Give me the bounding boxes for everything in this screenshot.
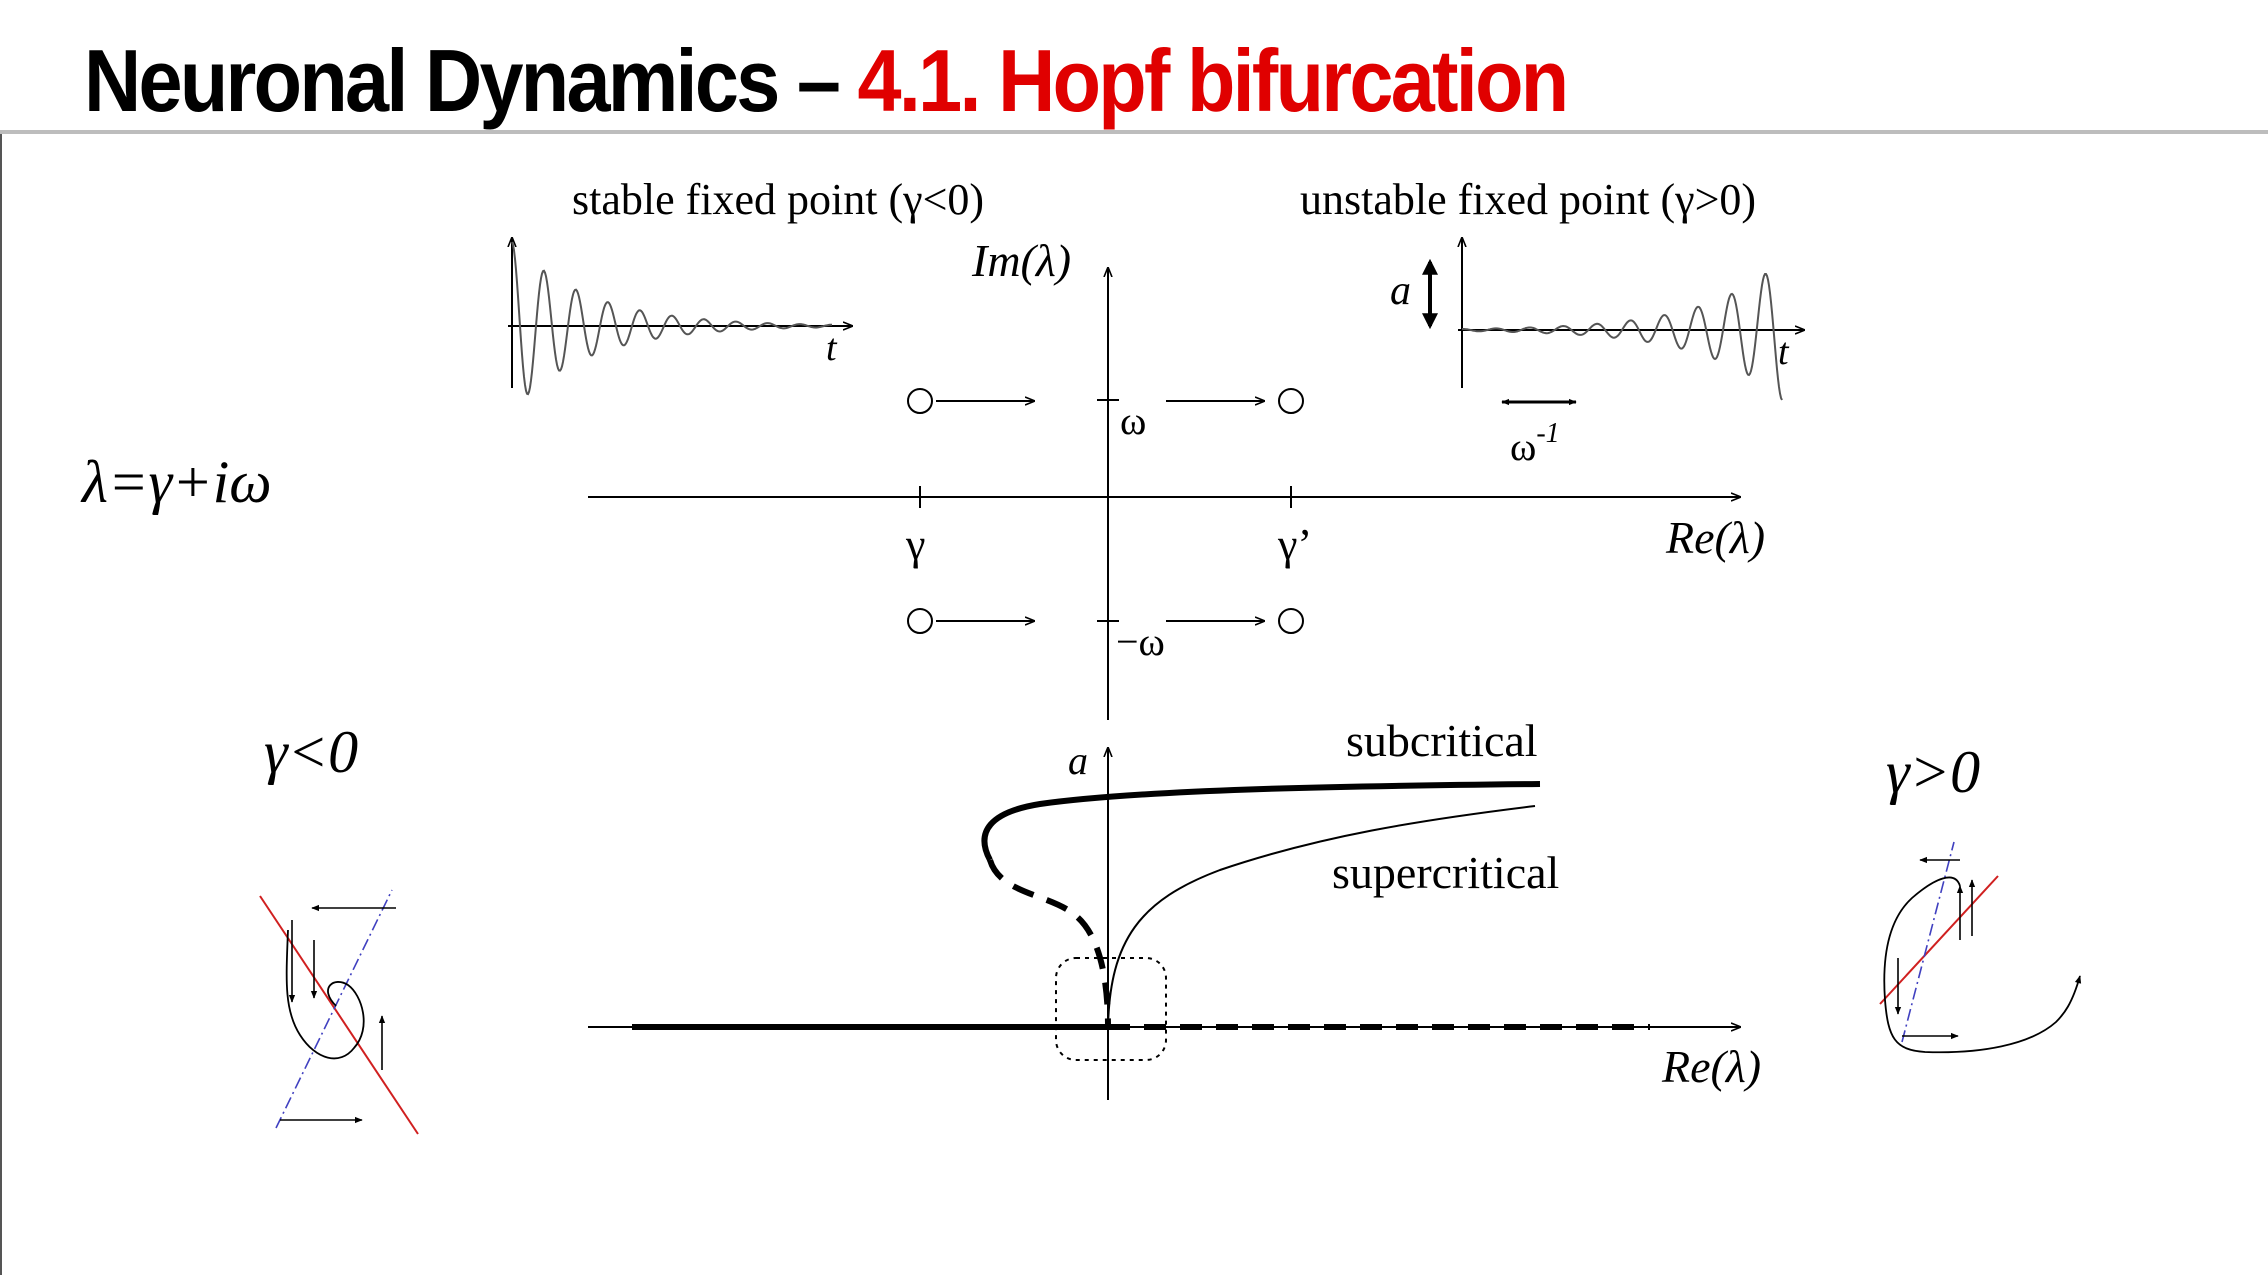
eigenvalue-equation: λ=γ+iω (80, 449, 272, 515)
re-axis-label-bottom: Re(λ) (1661, 1041, 1761, 1092)
period-label: ω-1 (1510, 418, 1560, 469)
eigenvalue-unstable-upper (1278, 388, 1304, 414)
eigenvalue-stable-upper (907, 388, 933, 414)
im-axis-label: Im(λ) (971, 235, 1071, 286)
phase-left-label: γ<0 (264, 719, 358, 785)
nullcline-blue-right (1901, 841, 1955, 1043)
eigenvalue-unstable-lower (1278, 608, 1304, 634)
gamma-prime-label: γ’ (1277, 520, 1312, 569)
subcritical-unstable-curve (987, 858, 1111, 1028)
a-axis-label: a (1068, 738, 1088, 783)
trajectory-spiral-in (285, 929, 365, 1060)
title-main-text: Neuronal Dynamics – (84, 31, 841, 130)
gamma-label: γ (905, 520, 925, 569)
supercritical-label: supercritical (1332, 847, 1559, 898)
supercritical-curve (1107, 805, 1536, 1028)
bifurcation-point-box (1055, 957, 1167, 1061)
eigenvalue-stable-lower (907, 608, 933, 634)
trajectory-spiral-out (1883, 876, 2082, 1054)
subcritical-label: subcritical (1346, 715, 1538, 766)
stable-fixed-point-label: stable fixed point (γ<0) (572, 175, 984, 224)
unstable-fixed-point-label: unstable fixed point (γ>0) (1300, 175, 1756, 224)
phase-portrait-stable (259, 889, 419, 1135)
neg-omega-label: −ω (1116, 619, 1165, 664)
section-title: Hopf bifurcation (998, 31, 1569, 130)
t-label-left: t (826, 327, 838, 369)
slide-left-border (0, 134, 2, 1275)
growing-oscillation (1462, 273, 1783, 401)
title-bar: Neuronal Dynamics – 4.1. Hopf bifurcatio… (0, 0, 2268, 134)
section-number: 4.1. (857, 31, 982, 130)
phase-right-label: γ>0 (1886, 739, 1980, 805)
amplitude-label: a (1390, 268, 1411, 314)
decaying-oscillation (511, 241, 832, 396)
slide-title: Neuronal Dynamics – 4.1. Hopf bifurcatio… (84, 30, 1569, 132)
phase-portrait-unstable (1879, 841, 2082, 1054)
nullcline-red-right (1879, 875, 1999, 1005)
subcritical-stable-curve (981, 781, 1541, 862)
omega-label: ω (1120, 398, 1146, 443)
re-axis-label-top: Re(λ) (1665, 512, 1765, 563)
nullcline-blue-left (275, 889, 393, 1129)
t-label-right: t (1778, 331, 1790, 373)
nullcline-red-left (259, 895, 419, 1135)
